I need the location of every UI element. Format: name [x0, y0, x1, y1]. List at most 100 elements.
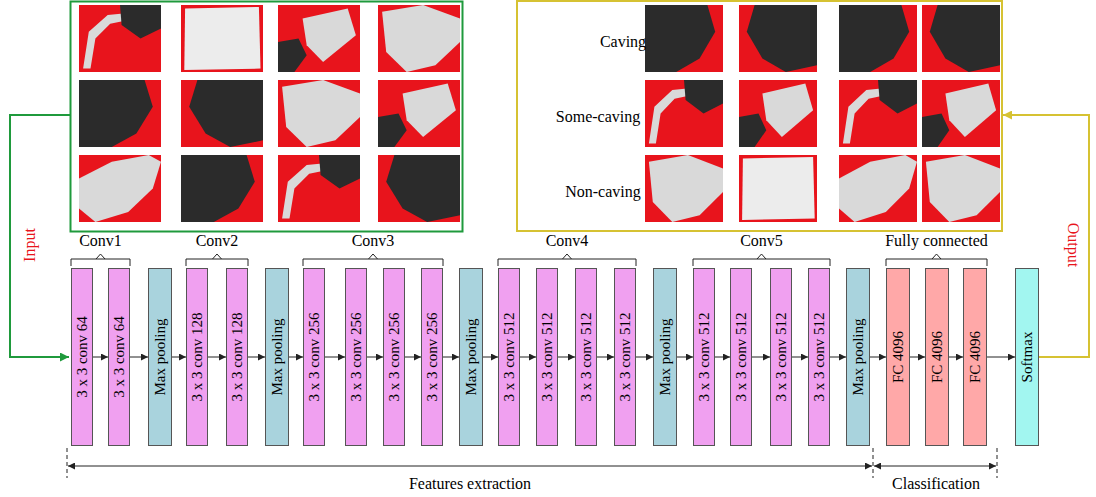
bracket — [303, 254, 443, 266]
sample-thumbnail — [181, 5, 263, 72]
flow-arrow — [248, 357, 265, 358]
thumbnail-ground — [839, 80, 917, 147]
layer-label: Max pooling — [269, 318, 286, 395]
dashed-divider — [873, 448, 874, 478]
fc-layer-box: FC 4096 — [963, 268, 987, 446]
thumbnail-ground — [645, 155, 723, 222]
thumbnail-ground — [378, 155, 460, 222]
sample-thumbnail — [645, 155, 723, 222]
flow-arrow — [289, 357, 303, 358]
flow-arrow — [443, 357, 459, 358]
flow-arrow — [325, 357, 345, 358]
rock-fragment — [930, 5, 1000, 72]
layer-label: 3 x 3 conv 256 — [306, 312, 323, 401]
layer-label: 3 x 3 conv 256 — [424, 312, 441, 401]
flow-arrow — [715, 357, 730, 358]
sample-thumbnail — [739, 80, 817, 147]
thumbnail-ground — [922, 80, 1000, 147]
thumbnail-ground — [645, 80, 723, 147]
rock-fragment — [378, 114, 407, 148]
layer-label: 3 x 3 conv 512 — [501, 312, 518, 401]
rock-fragment — [742, 157, 815, 220]
input-panel-frame — [71, 2, 463, 232]
sample-thumbnail — [79, 5, 161, 72]
rock-fragment — [945, 83, 996, 136]
output-panel: CavingSome-cavingNon-caving — [516, 0, 1003, 232]
group-label: Fully connected — [885, 232, 988, 250]
sample-thumbnail — [378, 80, 460, 147]
thumbnail-ground — [181, 5, 263, 72]
pooling-box: Max pooling — [653, 268, 677, 446]
sample-thumbnail — [378, 5, 460, 72]
dashed-divider — [67, 448, 68, 478]
flow-arrow — [558, 357, 575, 358]
thumbnail-ground — [79, 155, 161, 222]
conv-layer-box: 3 x 3 conv 256 — [383, 268, 405, 446]
layer-label: 3 x 3 conv 512 — [811, 312, 828, 401]
conv-layer-box: 3 x 3 conv 256 — [421, 268, 443, 446]
flow-arrow — [636, 357, 653, 358]
rock-fragment — [382, 5, 460, 72]
thumbnail-ground — [739, 5, 817, 72]
sample-thumbnail — [839, 5, 917, 72]
conv-layer-box: 3 x 3 conv 512 — [498, 268, 520, 446]
layer-label: 3 x 3 conv 512 — [617, 312, 634, 401]
section-markers — [67, 448, 997, 478]
rock-fragment — [189, 80, 263, 147]
rock-fragment — [120, 5, 161, 39]
group-label: Conv2 — [196, 232, 239, 250]
conv-layer-box: 3 x 3 conv 256 — [345, 268, 367, 446]
rock-fragment — [79, 80, 153, 147]
class-label: Some-caving — [556, 108, 640, 126]
layer-label: 3 x 3 conv 64 — [111, 316, 128, 398]
flow-arrow — [677, 357, 693, 358]
span-arrow — [874, 466, 996, 467]
fc-layer-box: FC 4096 — [925, 268, 949, 446]
pooling-box: Max pooling — [265, 268, 289, 446]
conv-layer-box: 3 x 3 conv 512 — [770, 268, 792, 446]
rock-fragment — [649, 155, 723, 222]
sample-thumbnail — [922, 155, 1000, 222]
layer-label: 3 x 3 conv 512 — [733, 312, 750, 401]
class-label: Caving — [600, 33, 646, 51]
conv-layer-box: 3 x 3 conv 64 — [71, 268, 93, 446]
layer-label: 3 x 3 conv 256 — [386, 312, 403, 401]
sample-thumbnail — [645, 80, 723, 147]
conv-layer-box: 3 x 3 conv 512 — [808, 268, 830, 446]
dashed-divider — [997, 448, 998, 478]
thumbnail-ground — [839, 5, 917, 72]
group-label: Conv3 — [352, 232, 395, 250]
layer-label: FC 4096 — [890, 331, 907, 383]
layer-label: FC 4096 — [929, 331, 946, 383]
flow-arrow — [405, 357, 421, 358]
thumbnail-ground — [739, 155, 817, 222]
rock-fragment — [747, 5, 817, 72]
bracket — [186, 254, 248, 266]
class-label: Non-caving — [565, 183, 641, 201]
thumbnail-ground — [378, 80, 460, 147]
conv-layer-box: 3 x 3 conv 512 — [730, 268, 752, 446]
pooling-box: Max pooling — [459, 268, 483, 446]
group-label: Conv1 — [79, 232, 122, 250]
bracket — [498, 254, 636, 266]
layer-label: 3 x 3 conv 128 — [229, 312, 246, 401]
rock-fragment — [684, 80, 723, 114]
flow-arrow — [752, 357, 770, 358]
flow-arrow — [792, 357, 808, 358]
flow-arrow — [208, 357, 226, 358]
conv-layer-box: 3 x 3 conv 128 — [186, 268, 208, 446]
thumbnail-ground — [378, 5, 460, 72]
rock-fragment — [184, 7, 260, 70]
rock-fragment — [839, 5, 909, 72]
layer-label: 3 x 3 conv 512 — [578, 312, 595, 401]
rock-fragment — [922, 114, 949, 148]
conv-layer-box: 3 x 3 conv 128 — [226, 268, 248, 446]
layer-label: 3 x 3 conv 512 — [696, 312, 713, 401]
rock-fragment — [386, 155, 460, 222]
rock-fragment — [278, 39, 307, 73]
rock-fragment — [403, 83, 456, 136]
bracket — [693, 254, 830, 266]
rock-fragment — [319, 155, 360, 189]
input-connector — [10, 115, 70, 357]
